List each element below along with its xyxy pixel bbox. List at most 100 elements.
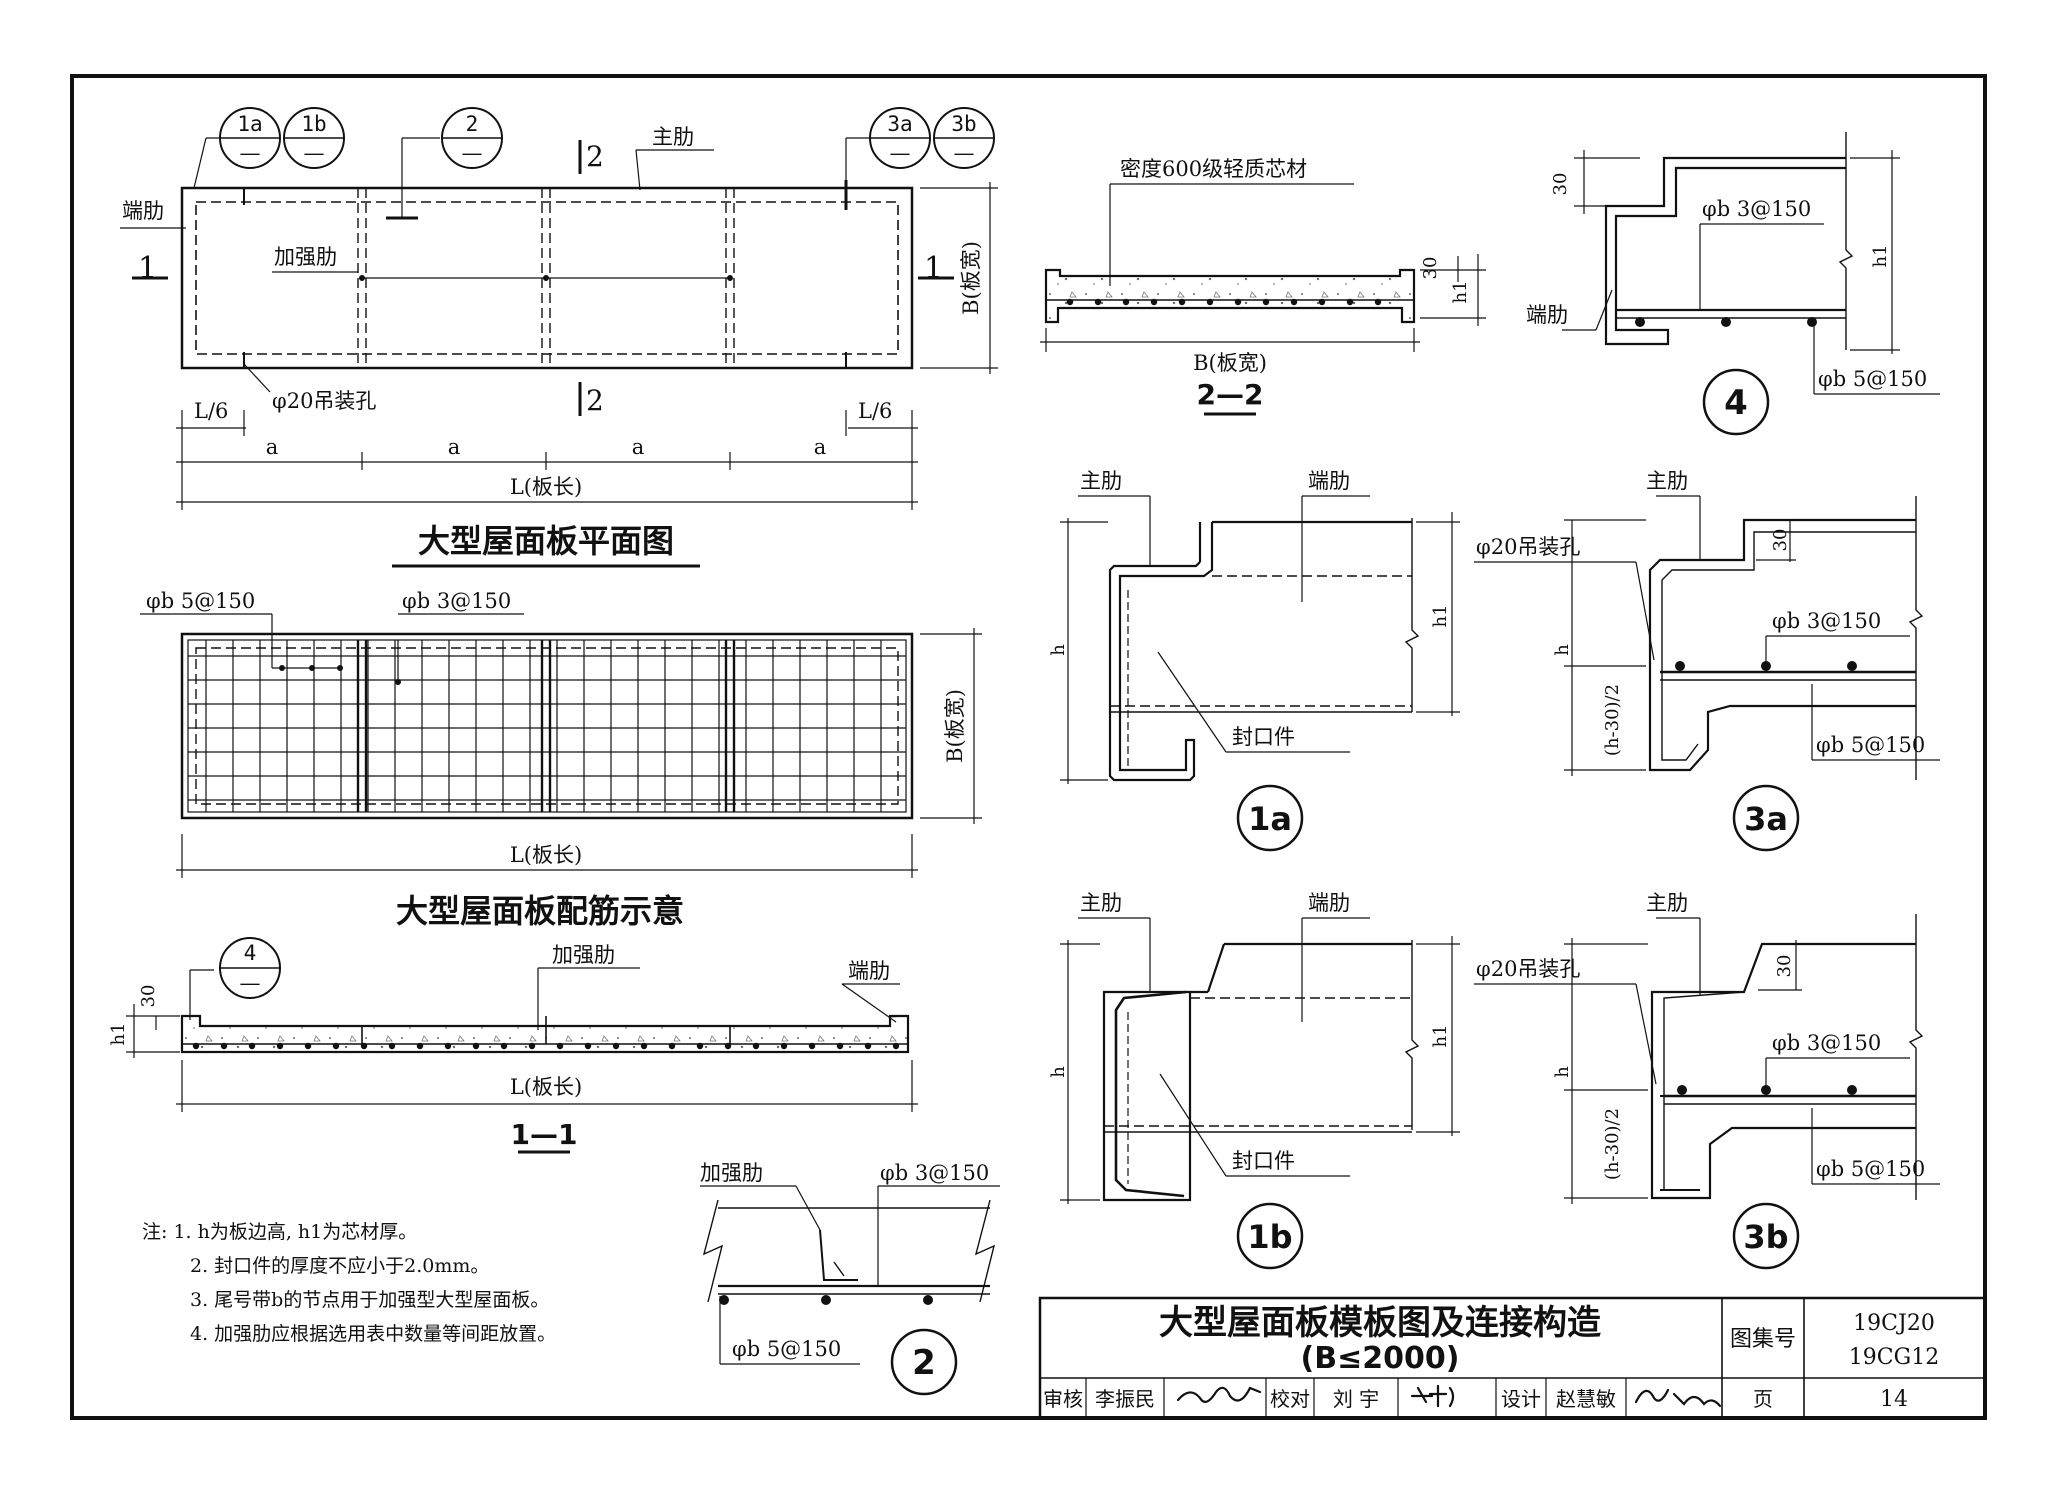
rebar-view bbox=[140, 613, 982, 878]
detail-1a-h1: h1 bbox=[1430, 604, 1451, 627]
detail-3b-30: 30 bbox=[1774, 955, 1795, 978]
section-1-1-30: 30 bbox=[138, 985, 159, 1008]
section-1-1-bar bbox=[528, 1042, 536, 1050]
rebar-labels: φb 5@150 φb 3@150 L(板长) B(板宽) 大型屋面板配筋示意 bbox=[146, 589, 967, 930]
section-1-1-bar bbox=[332, 1042, 340, 1050]
detail-4-rebar bbox=[1635, 317, 1817, 327]
detail-1a-h: h bbox=[1048, 644, 1069, 656]
callout-3b-sheet: — bbox=[954, 141, 975, 165]
detail-2-stiffener: 加强肋 bbox=[700, 1161, 763, 1185]
plan-callouts bbox=[219, 107, 995, 169]
detail-2-marker bbox=[890, 1328, 958, 1396]
detail-2-r5: φb 5@150 bbox=[732, 1337, 841, 1361]
section-1-1-bar bbox=[892, 1042, 900, 1050]
section-1-1-bar bbox=[696, 1042, 704, 1050]
section-2-2 bbox=[1040, 183, 1486, 416]
detail-3b bbox=[1474, 914, 1940, 1204]
detail-3b-r5: φb 5@150 bbox=[1816, 1157, 1925, 1181]
section-2-2-30: 30 bbox=[1420, 257, 1441, 280]
plan-stiffener-label: 加强肋 bbox=[274, 245, 337, 269]
section-2-2-bar bbox=[1262, 298, 1270, 306]
plan-a-1: a bbox=[266, 435, 279, 459]
section-1-1-bar bbox=[556, 1042, 564, 1050]
plan-title: 大型屋面板平面图 bbox=[418, 522, 674, 560]
section-1-1-bar bbox=[836, 1042, 844, 1050]
callout-4-sheet: — bbox=[240, 971, 261, 995]
detail-1a-end-rib: 端肋 bbox=[1308, 469, 1350, 493]
detail-1a bbox=[1060, 495, 1460, 784]
callout-3b: 3b bbox=[951, 112, 976, 136]
section-1-1-bar bbox=[276, 1042, 284, 1050]
detail-4-end-rib: 端肋 bbox=[1526, 303, 1568, 327]
detail-4-marker bbox=[1702, 368, 1770, 436]
section-1-1-rebar bbox=[192, 1042, 900, 1050]
section-1-1-bar bbox=[612, 1042, 620, 1050]
section-1-1-bar bbox=[584, 1042, 592, 1050]
plan-a-2: a bbox=[448, 435, 461, 459]
detail-3b-number: 3b bbox=[1743, 1218, 1788, 1256]
callout-2: 2 bbox=[466, 112, 479, 136]
section-2-2-labels: 密度600级轻质芯材 30 h1 B(板宽) 2—2 bbox=[1120, 157, 1471, 411]
section-1-1-bar bbox=[864, 1042, 872, 1050]
detail-1b bbox=[1060, 917, 1460, 1204]
drawing-subtitle: (B≤2000) bbox=[1301, 1341, 1460, 1376]
detail-1a-main-rib: 主肋 bbox=[1080, 469, 1122, 493]
plan-hole-label: φ20吊装孔 bbox=[272, 389, 376, 413]
section-2-2-bar bbox=[1094, 298, 1102, 306]
title-block bbox=[1038, 1296, 1987, 1420]
detail-1a-labels: 主肋 端肋 h h1 封口件 1a bbox=[1048, 469, 1451, 838]
section-2-2-rebar bbox=[1066, 298, 1382, 306]
detail-3a-30: 30 bbox=[1770, 529, 1791, 552]
detail-1b-h1: h1 bbox=[1430, 1024, 1451, 1047]
title-block-text: 大型屋面板模板图及连接构造 (B≤2000) 图集号 19CJ20 19CG12… bbox=[1043, 1303, 1939, 1412]
detail-2 bbox=[700, 1185, 1000, 1365]
rebar-r5-label: φb 5@150 bbox=[146, 589, 255, 613]
section-1-1-bar bbox=[640, 1042, 648, 1050]
rebar-title: 大型屋面板配筋示意 bbox=[396, 892, 684, 930]
detail-3b-rebar bbox=[1677, 1085, 1857, 1095]
page-label: 页 bbox=[1753, 1387, 1773, 1411]
sheet-frame bbox=[70, 74, 1987, 1420]
detail-4-number: 4 bbox=[1724, 383, 1748, 423]
plan-length-label: L(板长) bbox=[510, 475, 582, 499]
section-2-2-bar bbox=[1346, 298, 1354, 306]
detail-3a-r5: φb 5@150 bbox=[1816, 733, 1925, 757]
section-2-2-bar bbox=[1234, 298, 1242, 306]
plan-end-rib-label: 端肋 bbox=[122, 199, 164, 223]
designer-signature bbox=[1634, 1388, 1722, 1408]
detail-3a-h: h bbox=[1552, 644, 1573, 656]
section-1-1-bar bbox=[416, 1042, 424, 1050]
detail-4 bbox=[1562, 132, 1940, 395]
section-2-2-width: B(板宽) bbox=[1193, 351, 1267, 375]
page-number: 14 bbox=[1880, 1387, 1908, 1412]
detail-3b-h: h bbox=[1552, 1066, 1573, 1078]
checker-name: 刘 宇 bbox=[1333, 1387, 1379, 1411]
detail-1a-marker bbox=[1236, 784, 1304, 852]
detail-3a-r3: φb 3@150 bbox=[1772, 609, 1881, 633]
plan-main-rib-label: 主肋 bbox=[652, 125, 694, 149]
atlas-no-1: 19CJ20 bbox=[1853, 1311, 1935, 1336]
section-1-1-bar bbox=[444, 1042, 452, 1050]
section-1-1-bar bbox=[388, 1042, 396, 1050]
callout-1b-sheet: — bbox=[304, 141, 325, 165]
detail-3a-labels: 主肋 φ20吊装孔 30 φb 3@150 h (h-30)/2 φb 5@15… bbox=[1476, 469, 1925, 838]
design-label: 设计 bbox=[1501, 1387, 1541, 1411]
detail-1a-number: 1a bbox=[1248, 800, 1292, 838]
section-2-2-bar bbox=[1066, 298, 1074, 306]
plan-section-2-bottom: 2 bbox=[586, 384, 604, 417]
detail-3b-main-rib: 主肋 bbox=[1646, 891, 1688, 915]
plan-a-3: a bbox=[632, 435, 645, 459]
detail-1a-seal: 封口件 bbox=[1232, 725, 1295, 749]
rebar-r3-label: φb 3@150 bbox=[402, 589, 511, 613]
detail-4-r5: φb 5@150 bbox=[1818, 367, 1927, 391]
reviewer-name: 李振民 bbox=[1095, 1387, 1155, 1411]
detail-3a-marker bbox=[1732, 784, 1800, 852]
callout-4: 4 bbox=[244, 941, 257, 965]
check-label: 校对 bbox=[1270, 1387, 1310, 1411]
section-1-1-bar bbox=[220, 1042, 228, 1050]
section-1-1-bar bbox=[472, 1042, 480, 1050]
section-1-1-bar bbox=[360, 1042, 368, 1050]
detail-1b-labels: 主肋 端肋 h h1 封口件 1b bbox=[1048, 891, 1451, 1256]
plan-l6-left: L/6 bbox=[194, 399, 228, 423]
section-1-1-stiffener-label: 加强肋 bbox=[552, 943, 615, 967]
